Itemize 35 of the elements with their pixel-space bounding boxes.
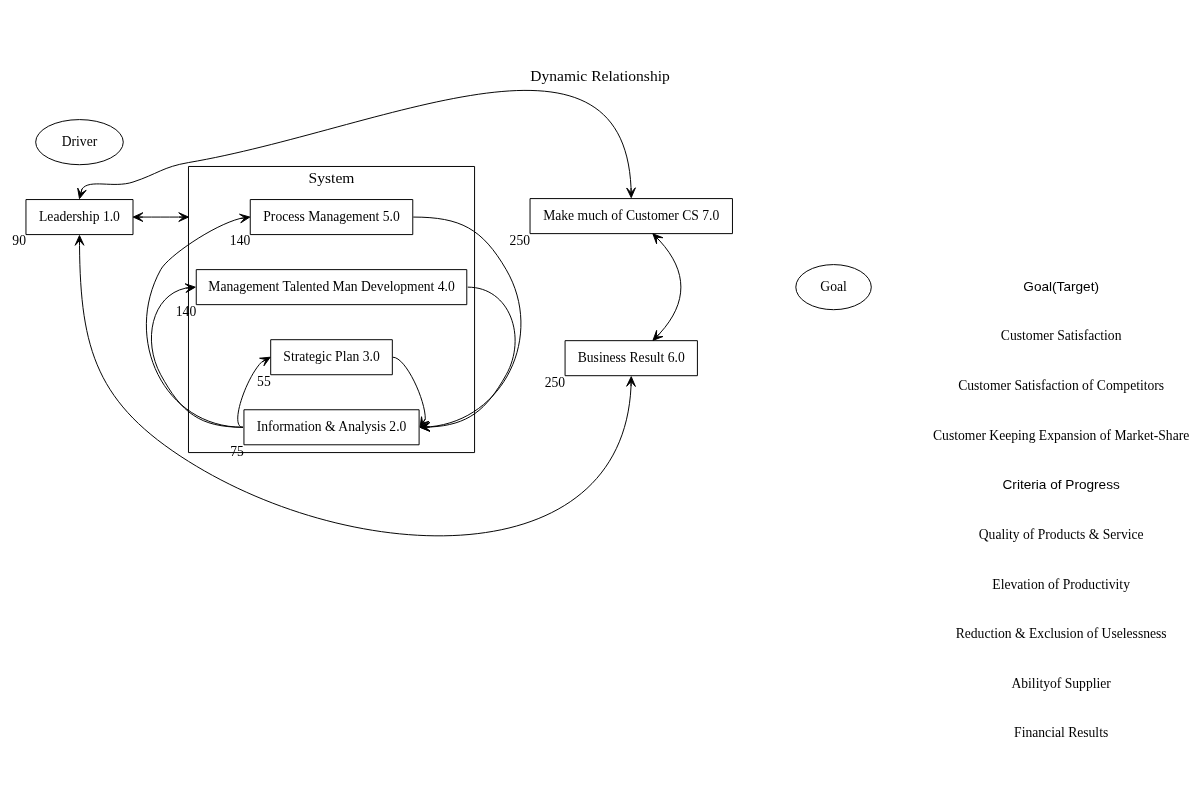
node-ellipse: Goal [795, 263, 872, 310]
node-box: Information & Analysis 2.0 [243, 408, 420, 445]
label: Customer Satisfaction [1000, 327, 1122, 343]
arrow [77, 89, 636, 199]
arrow [652, 232, 682, 341]
node-ellipse: Driver [35, 118, 124, 165]
label: Elevation of Productivity [992, 576, 1130, 592]
arrow [145, 213, 251, 428]
label: Goal(Target) [1023, 278, 1099, 294]
node-label: 90 [12, 232, 26, 248]
arrow [392, 356, 430, 428]
label: Quality of Products & Service [978, 526, 1144, 542]
label: Criteria of Progress [1002, 476, 1120, 492]
arrow [237, 356, 271, 428]
label: Abilityof Supplier [1011, 675, 1111, 691]
node-box: Business Result 6.0 [564, 339, 698, 376]
arrow [150, 282, 244, 428]
label: Reduction & Exclusion of Uselessness [955, 625, 1167, 641]
node-box: Management Talented Man Development 4.0 [195, 268, 468, 305]
label: Financial Results [1014, 724, 1109, 740]
node-box: Process Management 5.0 [249, 198, 414, 235]
node-box: Strategic Plan 3.0 [270, 338, 393, 375]
node-label: 250 [509, 232, 531, 248]
node-label: 140 [229, 232, 251, 248]
node-box: Make much of Customer CS 7.0 [529, 197, 733, 234]
arrow [419, 286, 516, 432]
node-label: 250 [544, 374, 566, 390]
arrow [74, 234, 636, 536]
arrow [132, 211, 189, 222]
arrow [412, 216, 522, 432]
node-box: Leadership 1.0 [25, 198, 134, 235]
label: Customer Satisfaction of Competitors [958, 377, 1165, 393]
diagram-title: Dynamic Relationship [530, 66, 670, 84]
label: Customer Keeping Expansion of Market-Share [933, 427, 1190, 443]
node-label: 55 [257, 373, 271, 389]
